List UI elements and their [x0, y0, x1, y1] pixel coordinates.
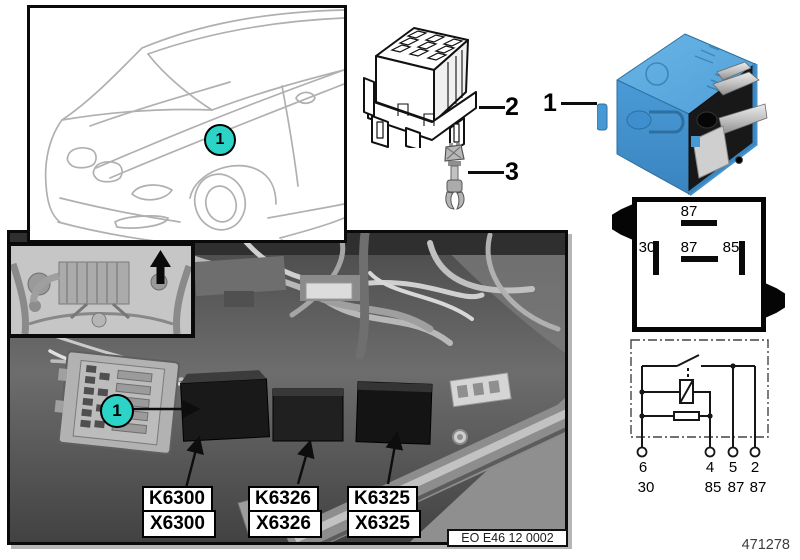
relay-k6326-photo: [272, 388, 344, 442]
schematic-terminal-87a: 87: [727, 479, 745, 496]
relay-id: K6326: [248, 486, 319, 512]
drawing-code: EO E46 12 0002: [461, 531, 554, 545]
schematic-terminal-87b: 87: [749, 479, 767, 496]
white-connector: [449, 372, 512, 408]
car-line-art: [44, 9, 344, 240]
callout-1-photo[interactable]: 1: [100, 394, 134, 428]
pin-85-label: 85: [722, 239, 740, 256]
callout-1-photo-label: 1: [112, 401, 122, 420]
pin-30-bar: [653, 241, 659, 275]
relay-label-k6326[interactable]: K6326 X6326: [248, 486, 322, 538]
callout-2[interactable]: 2: [505, 93, 519, 121]
leader-line-1: [561, 102, 597, 105]
schematic-pin-4: 4: [705, 459, 715, 476]
leader-line-3: [468, 171, 504, 174]
pin-diagram-tab-left: [612, 204, 633, 240]
pin-87-top-label: 87: [680, 203, 698, 220]
engine-bay-inset-art: [11, 246, 191, 334]
schematic-pin-2: 2: [750, 459, 760, 476]
pin-diagram-tab-right: [765, 283, 785, 318]
image-number: 471278: [741, 537, 790, 553]
callout-1-car[interactable]: 1: [204, 124, 236, 156]
connector-blocks: [193, 255, 360, 307]
drawing-code-box: EO E46 12 0002: [447, 529, 568, 547]
car-location-panel: 1: [27, 5, 347, 243]
pin-85-bar: [739, 241, 745, 275]
relay-k6300-photo: [180, 370, 270, 442]
relay-k6325-photo: [355, 381, 433, 445]
pin-87-center-bar: [681, 256, 718, 262]
relay-label-k6325[interactable]: K6325 X6325: [347, 486, 421, 538]
connector-id: X6300: [142, 510, 216, 538]
schematic-pin-5: 5: [728, 459, 738, 476]
sensor-clip-drawing: [439, 143, 471, 220]
pin-87-center-label: 87: [680, 239, 698, 256]
relay-id: K6325: [347, 486, 418, 512]
leader-line-2: [479, 106, 505, 109]
up-arrow-icon: [150, 250, 171, 284]
connector-id: X6325: [347, 510, 421, 538]
schematic-terminal-85: 85: [704, 479, 722, 496]
relay-id: K6300: [142, 486, 213, 512]
callout-1-car-label: 1: [215, 131, 225, 148]
callout-3[interactable]: 3: [505, 158, 519, 186]
relay-circuit-schematic: [630, 339, 769, 458]
relay-label-k6300[interactable]: K6300 X6300: [142, 486, 216, 538]
pin-diagram: 87 30 87 85: [632, 197, 766, 332]
engine-bay-inset: [7, 242, 195, 338]
pin-30-label: 30: [638, 239, 656, 256]
callout-1-relay[interactable]: 1: [543, 89, 557, 117]
schematic-pin-6: 6: [638, 459, 648, 476]
connector-id: X6326: [248, 510, 322, 538]
pin-87-top-bar: [681, 220, 717, 226]
relay-photo: [596, 22, 769, 203]
schematic-terminal-30: 30: [637, 479, 655, 496]
relay-socket-drawing: [362, 16, 484, 153]
